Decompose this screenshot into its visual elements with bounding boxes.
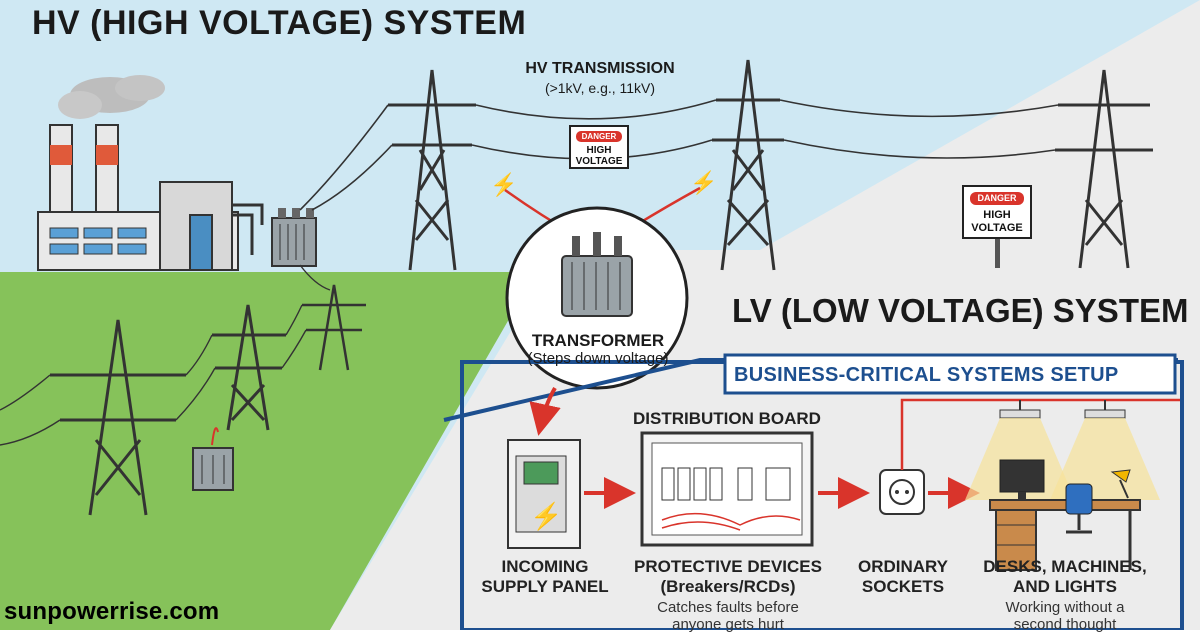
- power-plant: [37, 75, 264, 271]
- distribution-board-label: DISTRIBUTION BOARD: [633, 409, 821, 428]
- stage-label-line: (Breakers/RCDs): [660, 577, 796, 596]
- spark-icon: ⚡: [490, 172, 517, 198]
- stage-protective-desc: Catches faults before anyone gets hurt: [628, 599, 828, 633]
- monitor-icon: [999, 459, 1045, 500]
- stage-desc-line: Working without a: [1005, 599, 1125, 616]
- danger-sign-text: HIGH VOLTAGE: [963, 209, 1031, 235]
- danger-sign-header: DANGER: [581, 132, 617, 141]
- distribution-lines: [0, 264, 331, 446]
- stage-desks-desc: Working without a second thought: [975, 599, 1155, 633]
- bolt-icon: ⚡: [530, 501, 562, 532]
- hv-transmission-label: HV TRANSMISSION: [525, 60, 675, 77]
- hv-lines: [299, 99, 1059, 211]
- stage-desks-label: DESKS, MACHINES, AND LIGHTS: [975, 557, 1155, 597]
- hv-tower-3: [1055, 69, 1153, 269]
- transformer-sub: (Steps down voltage): [527, 350, 669, 367]
- hv-title: HV (HIGH VOLTAGE) SYSTEM: [32, 4, 527, 42]
- brand-watermark: sunpowerrise.com: [4, 598, 220, 625]
- sign-line-voltage: VOLTAGE: [971, 222, 1023, 234]
- desk-lamp-icon: [1110, 469, 1131, 499]
- stage-label-line: SOCKETS: [861, 577, 945, 596]
- socket-icon: [879, 469, 925, 515]
- ceiling-lights: [965, 400, 1160, 500]
- danger-sign-text: HIGH VOLTAGE: [570, 145, 628, 167]
- hv-tower-2: [712, 59, 784, 271]
- stage-protective-label: PROTECTIVE DEVICES (Breakers/RCDs): [628, 557, 828, 597]
- stage-label-line: INCOMING: [501, 557, 589, 576]
- stage-label-line: PROTECTIVE DEVICES: [634, 557, 822, 576]
- stage-incoming-label: INCOMING SUPPLY PANEL: [472, 557, 618, 597]
- desk: [989, 499, 1141, 571]
- stage-label-line: ORDINARY: [857, 557, 949, 576]
- stage-label-line: AND LIGHTS: [1013, 577, 1117, 596]
- pole-transformer: [192, 427, 234, 491]
- distribution-tower-1: [50, 319, 186, 516]
- transformer-label: TRANSFORMER: [531, 331, 665, 350]
- chair-icon: [1065, 483, 1093, 534]
- lv-title: LV (LOW VOLTAGE) SYSTEM: [732, 292, 1189, 329]
- danger-sign-header: DANGER: [977, 193, 1017, 203]
- danger-sign-2: [962, 185, 1032, 268]
- incoming-supply-panel: ⚡: [507, 439, 581, 549]
- circuit-wire: [900, 398, 1180, 470]
- sign-line-high: HIGH: [983, 209, 1011, 221]
- distribution-tower-3: [302, 284, 366, 371]
- hv-transmission-sub: (>1kV, e.g., 11kV): [544, 80, 656, 96]
- sign-line-voltage: VOLTAGE: [575, 156, 623, 167]
- main-transformer: [505, 206, 689, 390]
- distribution-tower-2: [212, 304, 286, 431]
- danger-sign-1: [569, 125, 629, 169]
- stage-desc-line: anyone gets hurt: [672, 616, 784, 633]
- distribution-board: [640, 431, 814, 547]
- plant-transformer: [271, 208, 317, 267]
- stage-desc-line: Catches faults before: [657, 599, 799, 616]
- flow-arrow: [529, 386, 561, 436]
- stage-label-line: DESKS, MACHINES,: [983, 557, 1147, 576]
- stage-desc-line: second thought: [1013, 616, 1117, 633]
- hv-tower-1: [388, 69, 476, 271]
- stage-label-line: SUPPLY PANEL: [481, 577, 609, 596]
- systems-banner: BUSINESS-CRITICAL SYSTEMS SETUP: [734, 364, 1119, 386]
- stage-sockets-label: ORDINARY SOCKETS: [848, 557, 958, 597]
- lv-building-frame: [443, 353, 1184, 630]
- sign-line-high: HIGH: [586, 145, 612, 156]
